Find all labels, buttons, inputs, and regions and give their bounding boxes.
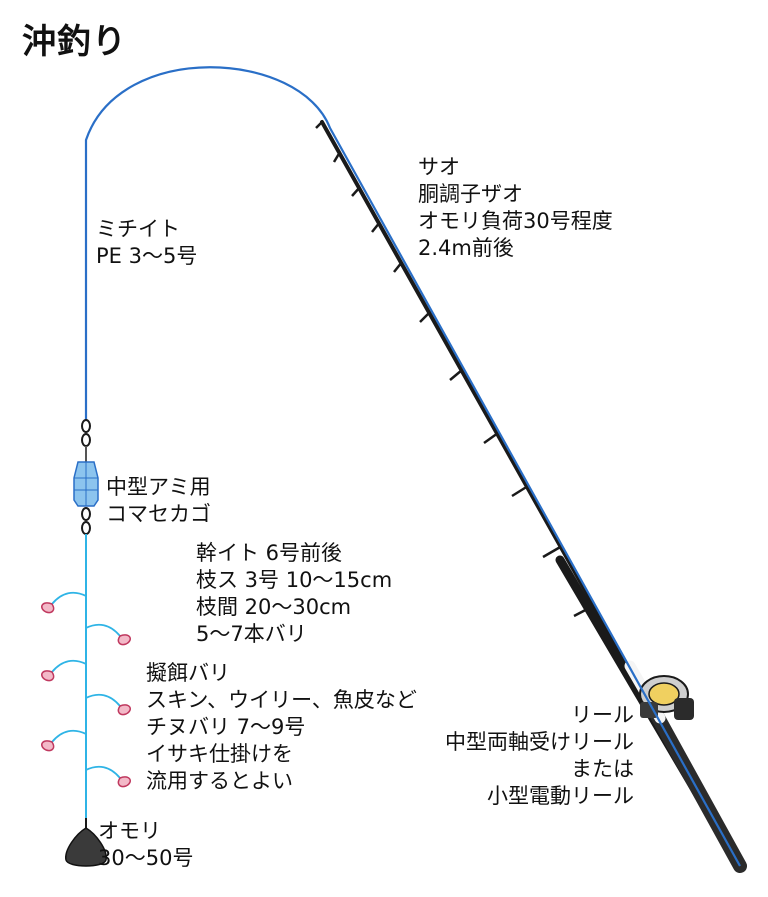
hook-branches	[51, 591, 121, 779]
hooks-label-line: スキン、ウイリー、魚皮など	[146, 688, 417, 712]
hooks-label-line: チヌバリ 7～9号	[146, 715, 306, 739]
sinker-label: オモリ 30～50号	[98, 818, 193, 872]
mainline-label-line: ミチイト	[96, 217, 180, 241]
main-line	[84, 66, 741, 867]
feeder-label: 中型アミ用 コマセカゴ	[106, 474, 211, 528]
swivel-lower-icon	[81, 507, 91, 535]
mainline-label-line: PE 3～5号	[96, 244, 198, 268]
rod-label-line: 胴調子ザオ	[418, 182, 523, 206]
harris-label-line: 5～7本バリ	[196, 622, 307, 646]
harris-label-line: 枝間 20～30cm	[196, 595, 352, 619]
hook-icons	[41, 602, 131, 788]
rod-label: サオ 胴調子ザオ オモリ負荷30号程度 2.4m前後	[418, 154, 613, 262]
reel-label-line: 中型両軸受けリール	[445, 730, 634, 754]
rod-label-line: オモリ負荷30号程度	[418, 209, 613, 233]
swivel-icon	[81, 419, 91, 447]
page-title: 沖釣り	[22, 22, 127, 62]
rod-label-line: 2.4m前後	[418, 236, 514, 260]
reel-label: リール 中型両軸受けリール または 小型電動リール	[445, 702, 634, 810]
hooks-label-line: イサキ仕掛けを	[146, 742, 293, 766]
hooks-label-line: 流用するとよい	[146, 769, 293, 793]
reel-label-line: 小型電動リール	[487, 784, 634, 808]
mainline-label: ミチイト PE 3～5号	[96, 216, 197, 270]
feeder-basket-icon	[73, 461, 99, 507]
rod-guides	[315, 121, 596, 618]
hooks-label: 擬餌バリ スキン、ウイリー、魚皮など チヌバリ 7～9号 イサキ仕掛けを 流用す…	[146, 660, 417, 795]
rod-label-line: サオ	[418, 155, 460, 179]
reel-label-line: または	[571, 757, 634, 781]
sinker-label-line: 30～50号	[98, 846, 194, 870]
sinker-label-line: オモリ	[98, 819, 161, 843]
harris-label-line: 幹イト 6号前後	[196, 541, 343, 565]
reel-label-line: リール	[571, 703, 634, 727]
hooks-label-line: 擬餌バリ	[146, 661, 230, 685]
reel-icon	[639, 675, 694, 720]
feeder-label-line: 中型アミ用	[106, 475, 211, 499]
harris-label: 幹イト 6号前後 枝ス 3号 10～15cm 枝間 20～30cm 5～7本バリ	[196, 540, 392, 648]
feeder-label-line: コマセカゴ	[106, 502, 211, 526]
sinker-icon	[65, 818, 107, 867]
harris-label-line: 枝ス 3号 10～15cm	[196, 568, 393, 592]
